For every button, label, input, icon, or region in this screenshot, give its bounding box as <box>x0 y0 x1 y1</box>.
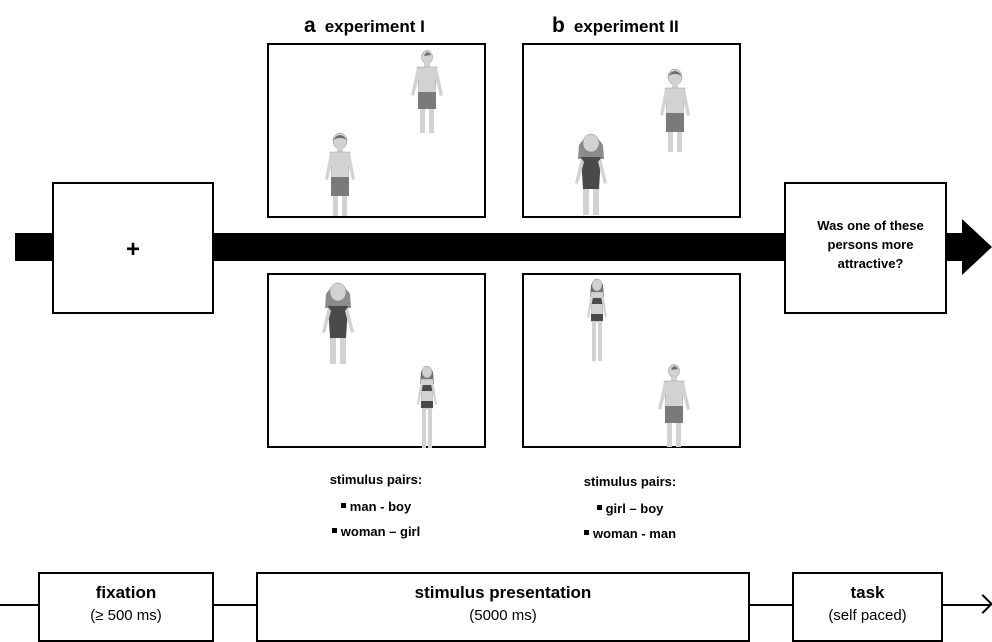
stimulus-pair-label: woman – girl <box>340 524 421 539</box>
woman-figure <box>412 364 442 450</box>
stimulus-pairs-title: stimulus pairs: <box>583 474 677 489</box>
stimulus-pairs-title: stimulus pairs: <box>329 472 423 487</box>
stimulus-pair-item: man - boy <box>296 499 456 514</box>
stimulus-screen-b-bottom <box>522 273 741 448</box>
panel-a-letter: a <box>304 14 316 37</box>
boy-figure <box>655 67 695 153</box>
stimulus-pair-item: woman - man <box>550 526 710 541</box>
stimulus-pair-label: man - boy <box>349 499 412 514</box>
timeline-duration: (5000 ms) <box>469 607 537 624</box>
bullet-icon <box>340 503 346 509</box>
fixation-cross: + <box>125 236 140 263</box>
timeline-arrow-head-icon <box>973 594 992 614</box>
main-arrow-head <box>962 219 992 275</box>
bullet-icon <box>583 530 589 536</box>
timeline-stimulus-presentation: stimulus presentation (5000 ms) <box>256 572 750 642</box>
panel-a-heading: a experiment I <box>304 14 425 38</box>
girl-figure <box>316 280 360 366</box>
man-figure <box>652 363 696 449</box>
timeline-task: task (self paced) <box>792 572 943 642</box>
timeline-label: stimulus presentation <box>414 583 592 602</box>
panel-b-letter: b <box>552 14 565 37</box>
girl-figure <box>569 131 613 217</box>
panel-a-title: experiment I <box>324 17 425 36</box>
panel-b-title: experiment II <box>573 17 679 36</box>
bullet-icon <box>331 528 337 534</box>
timeline-duration: (≥ 500 ms) <box>90 607 162 624</box>
fixation-screen: + <box>52 182 214 314</box>
bullet-icon <box>596 505 602 511</box>
task-screen: Was one of these persons more attractive… <box>784 182 947 314</box>
stimulus-screen-a-bottom <box>267 273 486 448</box>
stimulus-pairs-a: stimulus pairs: man - boy woman – girl <box>296 472 456 549</box>
panel-b-heading: b experiment II <box>552 14 679 38</box>
stimulus-pair-item: girl – boy <box>550 501 710 516</box>
stimulus-screen-a-top <box>267 43 486 218</box>
timeline-label: task <box>850 583 885 602</box>
stimulus-pair-label: girl – boy <box>605 501 664 516</box>
timeline-label: fixation <box>95 583 157 602</box>
boy-figure <box>320 131 360 217</box>
stimulus-pair-label: woman - man <box>592 526 677 541</box>
stimulus-pairs-b: stimulus pairs: girl – boy woman - man <box>550 474 710 551</box>
stimulus-screen-b-top <box>522 43 741 218</box>
timeline-duration: (self paced) <box>828 607 907 624</box>
timeline-fixation: fixation (≥ 500 ms) <box>38 572 214 642</box>
task-question: Was one of these persons more attractive… <box>817 218 924 271</box>
woman-figure <box>582 277 612 363</box>
stimulus-pair-item: woman – girl <box>296 524 456 539</box>
man-figure <box>405 49 449 135</box>
